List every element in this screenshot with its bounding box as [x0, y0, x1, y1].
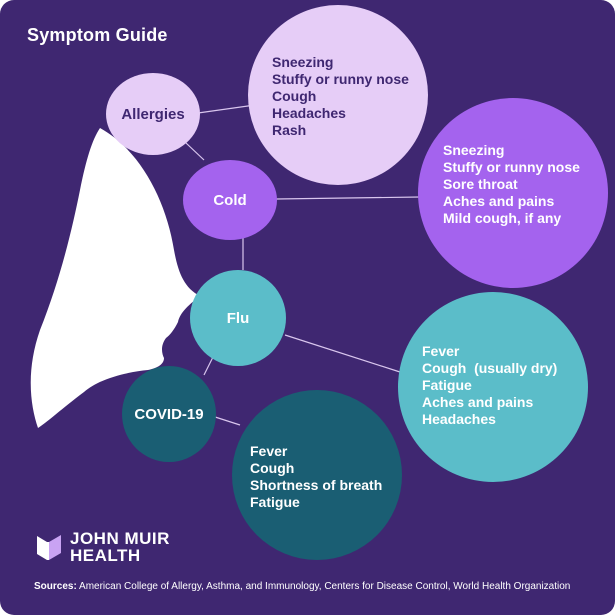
page-title: Symptom Guide: [27, 25, 168, 45]
logo-line2: HEALTH: [70, 546, 141, 565]
symptom-item: Cough: [272, 88, 317, 104]
symptom-item: Sore throat: [443, 176, 518, 192]
allergies-node: Allergies: [106, 73, 200, 155]
symptom-item: Fatigue: [422, 377, 472, 393]
symptom-item: Stuffy or runny nose: [272, 71, 409, 87]
symptom-item: Fever: [422, 343, 460, 359]
john-muir-health-logo: JOHN MUIR HEALTH: [35, 530, 170, 564]
flu-label: Flu: [226, 309, 250, 327]
allergies-list-circle: [248, 5, 428, 185]
symptom-item: Headaches: [422, 411, 496, 427]
john-muir-logo-icon: [37, 535, 61, 560]
allergies-symptom-list: Sneezing Stuffy or runny nose Cough Head…: [272, 54, 409, 139]
cold-node: Cold: [183, 160, 277, 240]
symptom-item: Cough (usually dry): [422, 360, 558, 376]
cold-list-circle: [418, 98, 608, 288]
symptom-item: Fever: [250, 443, 288, 459]
symptom-item: Aches and pains: [443, 193, 555, 209]
symptom-item: Stuffy or runny nose: [443, 159, 580, 175]
symptom-item: Rash: [272, 122, 307, 138]
connector-flu-list: [284, 334, 401, 373]
symptom-item: Sneezing: [443, 142, 505, 158]
sources-text: American College of Allergy, Asthma, and…: [76, 581, 571, 592]
symptom-item: Mild cough, if any: [443, 210, 562, 226]
symptom-item: Sneezing: [272, 54, 334, 70]
cold-label: Cold: [213, 191, 247, 209]
covid-node: COVID-19: [122, 366, 216, 462]
logo-text: JOHN MUIR HEALTH: [70, 530, 170, 564]
cold-symptom-list: Sneezing Stuffy or runny nose Sore throa…: [443, 142, 580, 227]
connector-allergies-cold: [185, 142, 205, 161]
face-silhouette: [30, 128, 200, 428]
symptom-item: Headaches: [272, 105, 346, 121]
allergies-label: Allergies: [121, 105, 185, 123]
symptom-item: Aches and pains: [422, 394, 534, 410]
covid-list-circle: [232, 390, 402, 560]
symptom-item: Fatigue: [250, 494, 300, 510]
symptom-item: Shortness of breath: [250, 477, 383, 493]
symptom-item: Cough: [250, 460, 295, 476]
covid-label: COVID-19: [134, 405, 204, 423]
covid-symptom-list: Fever Cough Shortness of breath Fatigue: [250, 443, 382, 511]
logo-line1: JOHN MUIR: [70, 529, 170, 548]
connector-cold-list: [275, 196, 421, 200]
sources-footnote: Sources: American College of Allergy, As…: [34, 581, 570, 592]
flu-node: Flu: [190, 270, 286, 366]
connector-covid-list: [211, 415, 241, 426]
flu-symptom-list: Fever Cough (usually dry) Fatigue Aches …: [422, 343, 557, 428]
sources-label: Sources:: [34, 581, 77, 592]
flu-list-circle: [398, 292, 588, 482]
